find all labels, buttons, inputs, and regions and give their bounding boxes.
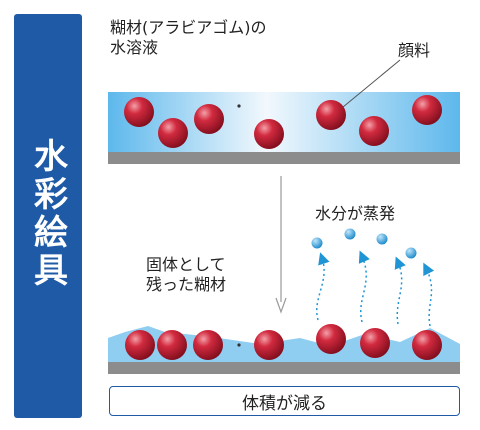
binder-label-line1: 糊材(アラビアゴム)の xyxy=(110,18,267,37)
volume-decrease-box: 体積が減る xyxy=(109,386,460,416)
pigment-particle xyxy=(194,104,224,134)
binder-pointer-dot xyxy=(237,104,241,108)
pigment-particle xyxy=(124,97,154,127)
pigment-particle xyxy=(254,330,284,360)
evaporation-label: 水分が蒸発 xyxy=(315,204,396,223)
residue-label: 固体として 残った糊材 xyxy=(146,255,226,295)
pigment-particle xyxy=(254,119,284,149)
vapor-arrow xyxy=(394,256,406,325)
vapor-arrow xyxy=(423,262,435,327)
residue-label-line1: 固体として xyxy=(146,255,226,274)
pigment-particle xyxy=(157,330,187,360)
pigment-particle xyxy=(158,118,188,148)
pigment-particle xyxy=(359,116,389,146)
pigment-particles-bottom xyxy=(125,324,442,360)
volume-decrease-text: 体積が減る xyxy=(242,393,327,414)
vapor-droplet xyxy=(311,237,323,249)
side-title-band: 水彩絵具 xyxy=(14,14,82,418)
pigment-label: 顔料 xyxy=(398,41,431,60)
pigment-particle xyxy=(412,95,442,125)
residue-label-line2: 残った糊材 xyxy=(146,275,227,294)
process-arrow-head xyxy=(275,297,287,314)
residue-pointer-dot xyxy=(237,343,241,347)
pigment-particles-top xyxy=(124,95,442,149)
water-layer-top xyxy=(108,92,460,152)
substrate-bottom xyxy=(108,362,460,374)
vapor-arrow xyxy=(358,250,370,323)
evaporation-arrows xyxy=(316,250,435,327)
binder-label-line2: 水溶液 xyxy=(110,38,159,57)
pigment-particle xyxy=(316,100,346,130)
binder-solution-label: 糊材(アラビアゴム)の 水溶液 xyxy=(110,18,267,58)
substrate-top xyxy=(108,152,460,164)
vapor-droplet xyxy=(344,228,356,240)
water-vapor-droplets xyxy=(311,228,417,259)
pigment-particle xyxy=(316,324,346,354)
side-title: 水彩絵具 xyxy=(27,138,68,290)
vapor-droplet xyxy=(405,247,417,259)
pigment-particle xyxy=(412,330,442,360)
vapor-droplet xyxy=(376,233,388,245)
pigment-particle xyxy=(360,328,390,358)
vapor-arrow xyxy=(316,252,330,321)
pigment-particle xyxy=(193,330,223,360)
pigment-pointer-line xyxy=(336,59,401,113)
pigment-particle xyxy=(125,330,155,360)
